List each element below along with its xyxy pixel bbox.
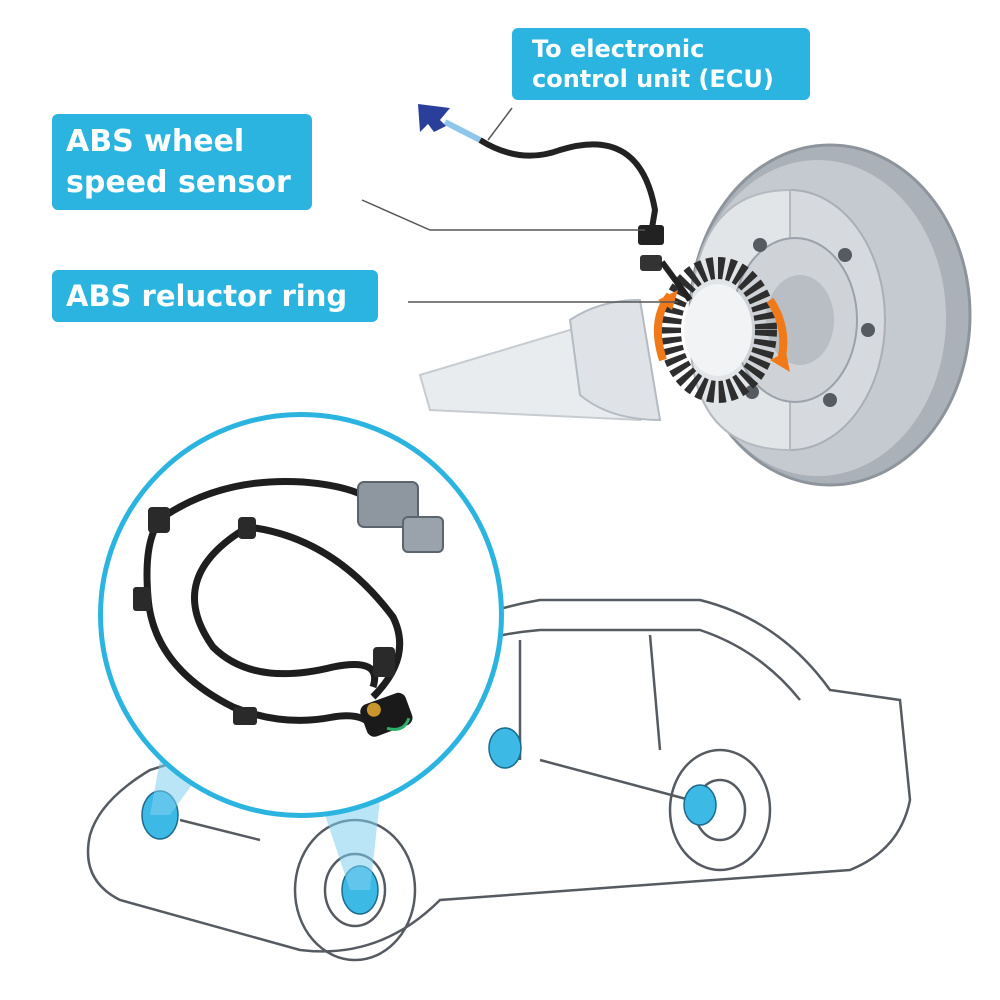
axle-shaft — [418, 298, 662, 422]
ecu-label-line2: control unit (ECU) — [532, 65, 774, 93]
rotation-arrows-icon — [653, 290, 790, 372]
abs-sensor-product-icon — [133, 477, 444, 737]
arrow-up-left-icon — [418, 104, 450, 132]
reluctor-ring — [659, 257, 777, 403]
ecu-label-line1: To electronic — [532, 35, 705, 63]
leader-lines — [361, 107, 678, 303]
sensor-product-inset — [98, 412, 504, 818]
wheel-speed-sensor-label: ABS wheel speed sensor — [52, 114, 312, 210]
sensor-label-line2: speed sensor — [66, 164, 291, 200]
sensor-label-line1: ABS wheel — [66, 124, 245, 159]
ring-label-text: ABS reluctor ring — [66, 279, 348, 313]
reluctor-ring-label: ABS reluctor ring — [52, 270, 378, 322]
ecu-label: To electronic control unit (ECU) — [512, 28, 810, 100]
sensor-cable — [443, 119, 693, 302]
